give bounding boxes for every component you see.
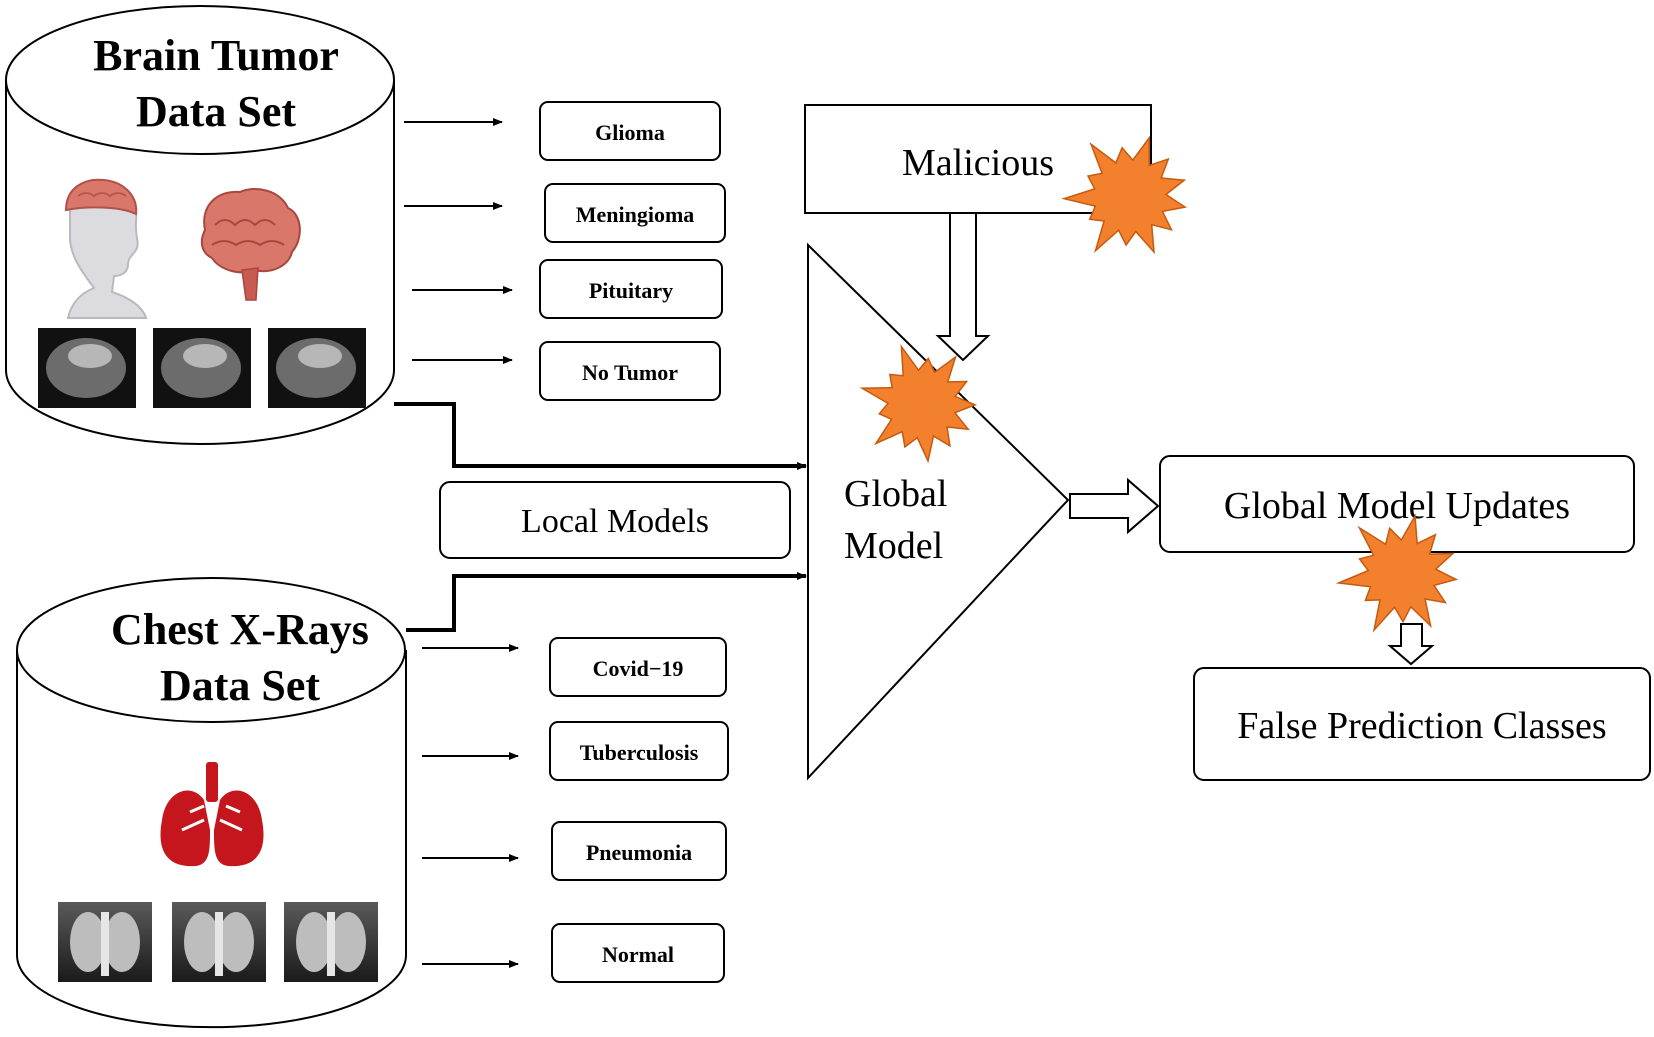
- global-model-triangle: Global Model: [807, 242, 1070, 781]
- false-prediction-classes-box: False Prediction Classes: [1193, 667, 1651, 781]
- brain-class-box-meningioma: Meningioma: [544, 183, 726, 243]
- brain-class-arrows: [404, 118, 513, 364]
- chest-xray-icon: [58, 902, 378, 982]
- chest-class-arrows: [422, 644, 519, 968]
- global-model-label-line2: Model: [844, 525, 943, 567]
- burst-icon: [1061, 135, 1187, 255]
- class-label-pituitary: Pituitary: [589, 278, 673, 303]
- brain-dataset-title-line2: Data Set: [136, 87, 296, 136]
- chest-class-box-pneumonia: Pneumonia: [551, 821, 727, 881]
- brain-to-global-connector: [394, 402, 807, 470]
- chest-class-box-normal: Normal: [551, 923, 725, 983]
- chest-to-global-connector: [406, 572, 807, 632]
- local-models-box: Local Models: [439, 481, 791, 559]
- class-label-meningioma: Meningioma: [576, 202, 695, 227]
- chest-dataset-title-line2: Data Set: [160, 661, 320, 710]
- brain-dataset-title-line1: Brain Tumor: [93, 31, 339, 80]
- global-model-label-line1: Global: [844, 473, 947, 515]
- chest-class-box-tuberculosis: Tuberculosis: [549, 721, 729, 781]
- chest-dataset-title-line1: Chest X-Rays: [111, 605, 369, 654]
- updates-to-false-prediction-arrow: [1387, 623, 1435, 666]
- class-label-tuberculosis: Tuberculosis: [580, 740, 699, 765]
- head-brain-icon: [64, 178, 148, 319]
- brain-class-box-pituitary: Pituitary: [539, 259, 723, 319]
- global-model-updates-label: Global Model Updates: [1224, 485, 1570, 527]
- brain-icon: [200, 188, 301, 301]
- brain-class-box-no-tumor: No Tumor: [539, 341, 721, 401]
- brain-class-box-glioma: Glioma: [539, 101, 721, 161]
- mri-scan-icon: [38, 328, 366, 408]
- burst-icon: [859, 344, 978, 464]
- global-to-updates-arrow: [1069, 477, 1160, 535]
- lungs-icon: [160, 762, 264, 867]
- global-model-updates-box: Global Model Updates: [1159, 455, 1635, 553]
- local-models-label: Local Models: [521, 503, 709, 540]
- false-prediction-classes-label: False Prediction Classes: [1237, 705, 1606, 747]
- class-label-glioma: Glioma: [595, 120, 665, 145]
- chest-dataset-cylinder: Chest X-Rays Data Set: [16, 577, 407, 1029]
- brain-dataset-cylinder: Brain Tumor Data Set: [5, 5, 395, 445]
- class-label-no-tumor: No Tumor: [582, 360, 678, 385]
- class-label-normal: Normal: [602, 942, 674, 967]
- class-label-pneumonia: Pneumonia: [586, 840, 692, 865]
- chest-class-box-covid: Covid−19: [549, 637, 727, 697]
- class-label-covid: Covid−19: [593, 656, 684, 681]
- malicious-to-global-arrow: [935, 212, 991, 362]
- malicious-label: Malicious: [902, 142, 1054, 184]
- burst-icon: [1335, 513, 1459, 633]
